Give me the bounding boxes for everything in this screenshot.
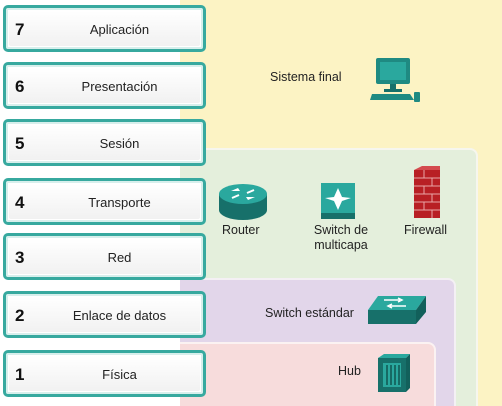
layer-4-box: 4 Transporte (3, 178, 206, 225)
hub-label: Hub (338, 364, 361, 378)
layer-number: 5 (15, 134, 25, 153)
router-label: Router (222, 223, 260, 237)
layer-label: Transporte (88, 195, 151, 210)
switch-label: Switch estándar (265, 306, 354, 320)
layer-5-box: 5 Sesión (3, 119, 206, 166)
layer-number: 2 (15, 306, 25, 325)
firewall-label: Firewall (404, 223, 448, 237)
layer-number: 1 (15, 365, 25, 384)
layer-7-box: 7 Aplicación (3, 5, 206, 52)
multilayer-switch-label: Switch de multicapa (313, 223, 369, 252)
layer-6-box: 6 Presentación (3, 62, 206, 109)
layer-number: 4 (15, 193, 25, 212)
multilayer-switch-icon (321, 183, 355, 219)
layer-number: 3 (15, 248, 25, 267)
layer-1-box: 1 Física (3, 350, 206, 397)
router-icon (219, 184, 267, 220)
end-system-label: Sistema final (270, 70, 342, 84)
layer-2-box: 2 Enlace de datos (3, 291, 206, 338)
layer-number: 7 (15, 20, 25, 39)
layer-label: Presentación (81, 79, 158, 94)
computer-icon (370, 58, 420, 102)
layer-label: Aplicación (89, 22, 150, 37)
firewall-icon (414, 166, 440, 218)
layer-label: Física (102, 367, 137, 382)
layer-label: Red (107, 250, 132, 265)
layer-label: Enlace de datos (72, 308, 167, 323)
hub-icon (378, 354, 410, 392)
switch-icon (368, 296, 426, 324)
layer-3-box: 3 Red (3, 233, 206, 280)
layer-number: 6 (15, 77, 25, 96)
layer-label: Sesión (99, 136, 140, 151)
